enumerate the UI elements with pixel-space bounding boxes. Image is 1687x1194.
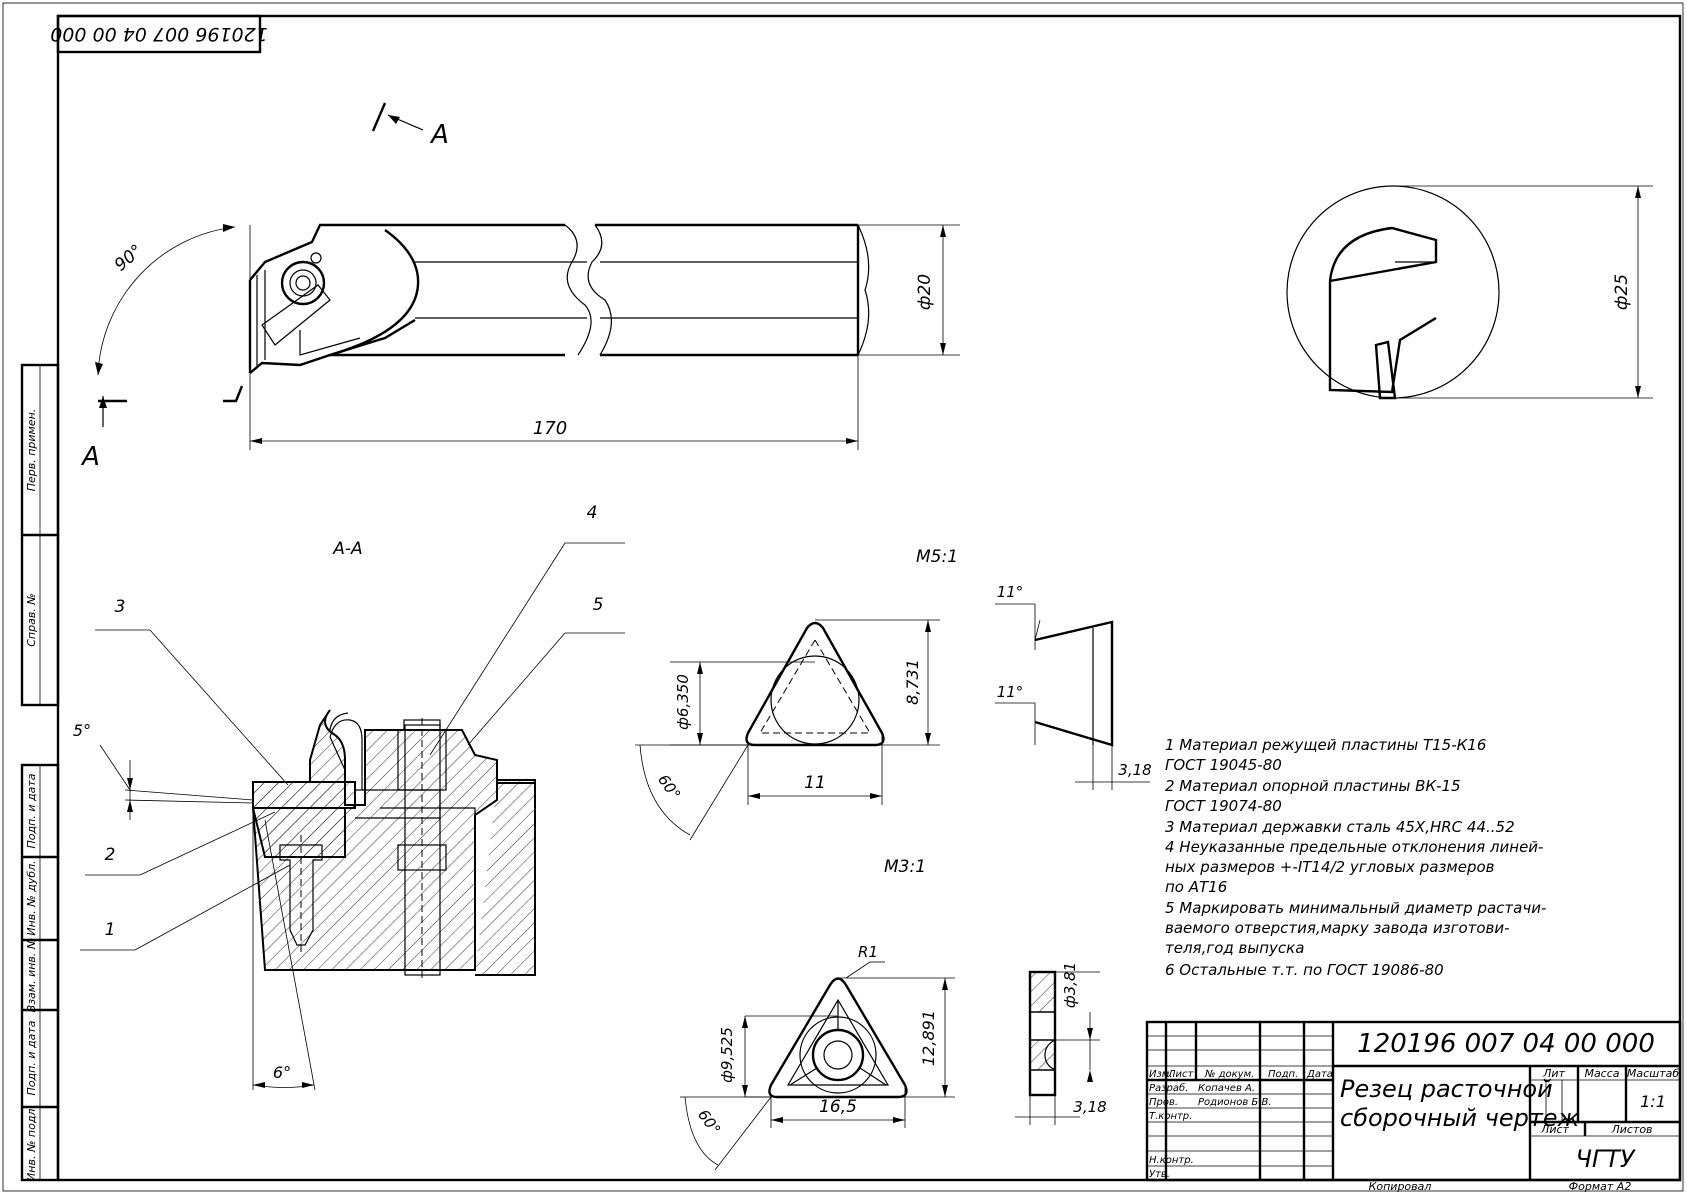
length-label: 170 [533, 418, 567, 439]
angle-6-label: 6° [273, 1063, 291, 1082]
insert-side-view-2: ф3,81 3,18 [1015, 962, 1107, 1125]
role-tkontr: Т.контр. [1149, 1111, 1192, 1122]
note-line: по АТ16 [1165, 878, 1227, 896]
sheet-label: Лист [1540, 1123, 1569, 1136]
callout-4: 4 [587, 503, 598, 523]
body-dia-label: ф20 [915, 274, 935, 310]
note-line: 5 Маркировать минимальный диаметр растач… [1165, 899, 1546, 917]
name-developer: Копачев А. [1198, 1083, 1255, 1094]
callout-5: 5 [593, 595, 604, 615]
note-line: 4 Неуказанные предельные отклонения лине… [1165, 838, 1543, 856]
role-nkontr: Н.контр. [1149, 1155, 1194, 1166]
technical-notes: 1 Материал режущей пластины Т15-К16 ГОСТ… [1165, 736, 1546, 979]
side-column: Перв. примен. Справ. № Подп. и дата Инв.… [20, 363, 60, 1182]
side-angle-top-label: 11° [997, 583, 1024, 601]
lit-label: Лит [1542, 1067, 1565, 1080]
scale-label-2: М3:1 [884, 857, 926, 877]
note-line: 6 Остальные т.т. по ГОСТ 19086-80 [1165, 961, 1444, 979]
stamp-code: 120196 007 04 00 000 [50, 23, 268, 45]
end-view: ф25 [1286, 185, 1653, 400]
format-label: Формат А2 [1569, 1180, 1632, 1193]
side-label-2: Справ. № [25, 593, 38, 647]
note-line: ГОСТ 19045-80 [1165, 756, 1282, 774]
sheets-label: Листов [1610, 1123, 1652, 1136]
tri2-width-label: 16,5 [819, 1097, 857, 1117]
top-stamp: 120196 007 04 00 000 [50, 14, 268, 54]
side-label-3: Подп. и дата [25, 773, 38, 848]
doc-number: 120196 007 04 00 000 [1357, 1029, 1655, 1059]
role-razrab: Разраб. [1149, 1082, 1188, 1094]
tri1-thick-label: 3,18 [1118, 761, 1151, 779]
angle-90-label: 90° [111, 241, 147, 276]
col-header-sign: Подп. [1268, 1069, 1298, 1080]
tri2-height-label: 12,891 [919, 1010, 938, 1066]
title-line-2: сборочный чертеж [1340, 1104, 1580, 1132]
section-aa [251, 709, 536, 980]
dim-angle-90: 90° [95, 224, 236, 376]
tri1-inscribed-label: ф6,350 [674, 674, 692, 730]
dim-length: 170 [249, 355, 859, 450]
org-name: ЧГТУ [1575, 1145, 1635, 1173]
title-line-1: Резец расточной [1340, 1075, 1553, 1103]
dim-angle-6: 6° [252, 808, 316, 1091]
scale-value: 1:1 [1640, 1092, 1666, 1111]
insert-side-view-1: 11° 11° 3,18 [995, 583, 1152, 790]
note-line: 3 Материал державки сталь 45Х,HRC 44..52 [1165, 818, 1515, 836]
note-line: ваемого отверстия,марку завода изготови- [1165, 919, 1510, 937]
note-line: ГОСТ 19074-80 [1165, 797, 1282, 815]
side-label-4: Инв. № дубл. [25, 860, 38, 935]
section-title: А-А [332, 539, 362, 559]
tri2-inscribed-label: ф9,525 [718, 1027, 736, 1083]
col-header-izm: Изм. [1149, 1069, 1173, 1080]
callout-3: 3 [115, 597, 126, 617]
note-line: теля,год выпуска [1165, 939, 1304, 957]
angle-5-label: 5° [73, 721, 91, 740]
view-letter-left: А [80, 442, 100, 472]
copied-label: Копировал [1369, 1180, 1432, 1193]
col-header-list: Лист [1167, 1069, 1195, 1080]
note-line: ных размеров +-IT14/2 угловых размеров [1165, 858, 1495, 876]
callouts: 3 2 1 4 5 [80, 503, 625, 951]
dim-body-dia: ф20 [858, 224, 960, 356]
side-label-1: Перв. примен. [25, 409, 38, 492]
tri2-angle-label: 60° [694, 1106, 724, 1138]
insert-triangle-2: 12,891 ф9,525 16,5 R1 60° [680, 943, 955, 1171]
view-dia-label: ф25 [1612, 274, 1632, 310]
insert-triangle-1: 8,731 ф6,350 11 60° [635, 619, 940, 841]
tri2-radius-label: R1 [858, 943, 878, 961]
callout-1: 1 [105, 920, 116, 940]
view-letter-top: А [429, 120, 449, 150]
tool-main-view [248, 223, 870, 374]
tri2-hole-label: ф3,81 [1061, 962, 1079, 1008]
side-angle-bottom-label: 11° [997, 683, 1024, 701]
role-utv: Утв. [1149, 1169, 1170, 1180]
side-label-7: Инв. № подл. [25, 1105, 38, 1181]
scale-label-1: М5:1 [916, 547, 958, 567]
mass-label: Масса [1584, 1067, 1619, 1080]
tri1-height-label: 8,731 [903, 659, 922, 705]
note-line: 2 Материал опорной пластины ВК-15 [1165, 777, 1461, 795]
role-prov: Пров. [1149, 1097, 1178, 1108]
name-checker: Родионов Б.В. [1198, 1097, 1272, 1108]
callout-2: 2 [105, 845, 116, 865]
col-header-date: Дата [1306, 1069, 1333, 1080]
scale-label: Масштаб [1627, 1067, 1679, 1080]
tri1-angle-label: 60° [654, 771, 684, 803]
title-block: 120196 007 04 00 000 Резец расточной сбо… [1145, 1020, 1682, 1193]
col-header-doc: № докум. [1204, 1069, 1254, 1080]
note-line: 1 Материал режущей пластины Т15-К16 [1165, 736, 1486, 754]
tri1-width-label: 11 [804, 773, 826, 793]
tri2-thick-label: 3,18 [1073, 1098, 1106, 1116]
side-label-5: Взам. инв. № [25, 938, 38, 1013]
section-marker-left: А [80, 385, 244, 472]
side-label-6: Подп. и дата [25, 1020, 38, 1095]
dim-angle-5: 5° [73, 721, 254, 820]
section-marker-top: А [371, 102, 449, 150]
inner-frame [56, 14, 1682, 1182]
